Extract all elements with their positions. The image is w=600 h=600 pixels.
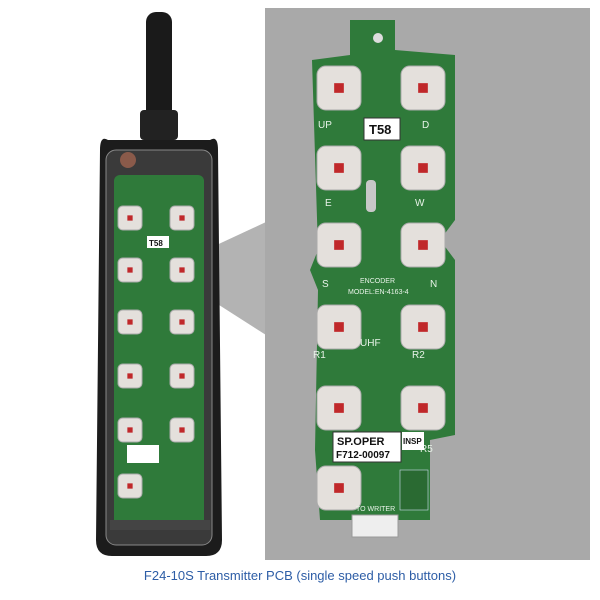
push-button (316, 304, 362, 350)
label-to-writer: TO WRITER (356, 506, 395, 513)
label-r5: R5 (420, 444, 433, 455)
label-north: N (430, 279, 437, 290)
push-button (117, 363, 143, 389)
push-button (169, 205, 195, 231)
label-r1: R1 (313, 350, 326, 361)
push-button (400, 145, 446, 191)
label-down: D (422, 120, 429, 131)
sticker-line2: F712-00097 (336, 450, 390, 461)
push-button (117, 417, 143, 443)
zoom-callout (180, 222, 266, 335)
push-button (169, 363, 195, 389)
figure-caption: F24-10S Transmitter PCB (single speed pu… (143, 568, 457, 583)
push-button (316, 145, 362, 191)
push-button (169, 257, 195, 283)
label-east: E (325, 198, 332, 209)
label-west: W (415, 198, 425, 209)
push-button (400, 385, 446, 431)
product-photo: T58 T58 UP D E W S N ENCODER MODEL:EN-41… (96, 8, 590, 560)
label-encoder: ENCODER (360, 278, 395, 285)
antenna (146, 12, 172, 132)
small-crystal-label: T58 (149, 239, 163, 248)
push-button (316, 222, 362, 268)
label-south: S (322, 279, 329, 290)
label-r2: R2 (412, 350, 425, 361)
label-uhf: UHF (360, 338, 381, 349)
pcb-closeup: T58 UP D E W S N ENCODER MODEL:EN-4163-4… (310, 20, 455, 538)
push-button (316, 65, 362, 111)
insp-label: INSP (403, 437, 422, 446)
push-button (117, 473, 143, 499)
push-button (400, 222, 446, 268)
label-up: UP (318, 120, 332, 131)
push-button (316, 385, 362, 431)
push-button (316, 465, 362, 511)
push-button (117, 257, 143, 283)
transmitter-remote: T58 (96, 12, 222, 556)
push-button (169, 417, 195, 443)
label-model: MODEL:EN-4163-4 (348, 289, 409, 296)
crystal-label: T58 (369, 122, 391, 137)
push-button (117, 205, 143, 231)
push-button (117, 309, 143, 335)
sticker-line1: SP.OPER (337, 436, 385, 448)
push-button (400, 65, 446, 111)
push-button (169, 309, 195, 335)
push-button (400, 304, 446, 350)
